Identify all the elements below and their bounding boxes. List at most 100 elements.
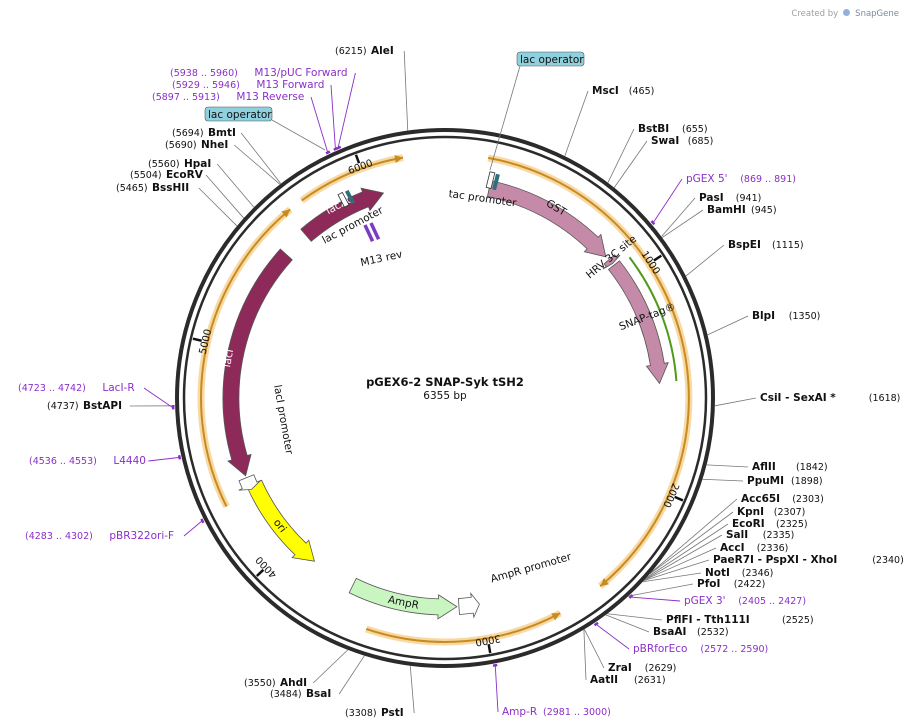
enzyme-pos-bmti: (5694)	[172, 128, 204, 139]
primer-name-pbrforeco[interactable]: pBRforEco	[633, 643, 687, 655]
orf-arrowhead-0	[600, 578, 609, 587]
primer-name-m13-reverse[interactable]: M13 Reverse	[236, 91, 304, 103]
enzyme-pos-ppumi: (1898)	[791, 476, 823, 487]
enzyme-name-bamhi[interactable]: BamHI	[707, 204, 746, 216]
enzyme-name-bstbi[interactable]: BstBI	[638, 123, 669, 135]
tick-label-2000: 2000	[660, 481, 680, 509]
primer-name-pgex-3-[interactable]: pGEX 3'	[684, 595, 726, 607]
enzyme-name-bsai[interactable]: BsaI	[306, 688, 331, 700]
backbone-outer-ring	[175, 128, 715, 668]
enzyme-name-swai[interactable]: SwaI	[651, 135, 679, 147]
tick-mark-4000	[255, 568, 265, 577]
enzyme-name-kpni[interactable]: KpnI	[737, 506, 764, 518]
enzyme-name-msci[interactable]: MscI	[592, 85, 619, 97]
m13-rev-label: M13 rev	[359, 248, 403, 269]
enzyme-pos-bstapi: (4737)	[47, 401, 79, 412]
enzyme-leader-aatii	[583, 629, 587, 681]
primer-name-m13-puc-forward[interactable]: M13/pUC Forward	[254, 67, 347, 79]
enzyme-name-blpi[interactable]: BlpI	[752, 310, 775, 322]
lac-operator-left-label: lac operator	[208, 109, 272, 121]
enzyme-leader-csii-sexai-	[714, 397, 757, 407]
enzyme-name-csii-sexai-[interactable]: CsiI - SexAI *	[760, 392, 836, 404]
enzyme-name-noti[interactable]: NotI	[705, 567, 730, 579]
enzyme-name-bsshii[interactable]: BssHII	[152, 182, 189, 194]
laci-promoter-label: lacI promoter	[271, 384, 295, 456]
enzyme-pos-psti: (3308)	[345, 708, 377, 719]
enzyme-name-bsaai[interactable]: BsaAI	[653, 626, 686, 638]
primer-mark-pbr322ori-f	[200, 518, 205, 524]
enzyme-pos-sali: (2335)	[763, 530, 795, 541]
primer-name-l4440[interactable]: L4440	[113, 455, 146, 467]
primer-leader-m13-forward	[330, 84, 336, 149]
primer-name-pgex-5-[interactable]: pGEX 5'	[686, 173, 728, 185]
primer-name-m13-forward[interactable]: M13 Forward	[256, 79, 324, 91]
primer-name-amp-r[interactable]: Amp-R	[502, 706, 537, 718]
enzyme-name-bspei[interactable]: BspEI	[728, 239, 761, 251]
enzyme-pos-pflfi-tth111i: (2525)	[782, 615, 814, 626]
primer-pos-laci-r: (4723 .. 4742)	[18, 383, 86, 394]
tick-mark-5000	[192, 337, 202, 342]
orf-layer	[197, 154, 693, 646]
primer-mark-pbrforeco	[593, 621, 599, 627]
enzyme-pos-acci: (2336)	[757, 543, 789, 554]
feature-hrv-3c-site	[602, 254, 621, 270]
enzyme-leader-acc65i	[650, 498, 738, 574]
feature-ampr	[348, 577, 458, 620]
enzyme-name-paer7i-pspxi-xhoi[interactable]: PaeR7I - PspXI - XhoI	[713, 554, 837, 566]
primer-name-pbr322ori-f[interactable]: pBR322ori-F	[109, 530, 174, 542]
enzyme-leader-nhei	[233, 144, 281, 185]
enzyme-leader-pflfi-tth111i	[607, 613, 663, 621]
enzyme-name-aflii[interactable]: AflII	[752, 461, 776, 473]
enzyme-name-acci[interactable]: AccI	[720, 542, 744, 554]
enzyme-name-ecorv[interactable]: EcoRV	[166, 169, 204, 181]
enzyme-name-pasi[interactable]: PasI	[699, 192, 724, 204]
enzyme-name-ecori[interactable]: EcoRI	[732, 518, 765, 530]
primer-leader-l4440	[148, 457, 179, 462]
feature-gst	[486, 180, 607, 258]
enzyme-pos-csii-sexai-: (1618)	[869, 393, 901, 404]
enzyme-pos-acc65i: (2303)	[792, 494, 824, 505]
primer-mark-pgex-5-	[650, 220, 656, 226]
enzyme-leader-ppumi	[702, 478, 744, 482]
enzyme-pos-hpai: (5560)	[148, 159, 180, 170]
enzyme-name-pflfi-tth111i[interactable]: PflFI - Tth111I	[666, 614, 750, 626]
enzyme-name-nhei[interactable]: NheI	[201, 139, 228, 151]
enzyme-name-zrai[interactable]: ZraI	[608, 662, 632, 674]
primer-mark-pgex-3-	[628, 594, 634, 599]
enzyme-leader-hpai	[216, 163, 255, 208]
enzyme-name-aatii[interactable]: AatII	[590, 674, 618, 686]
enzyme-leader-zrai	[583, 629, 605, 669]
enzyme-name-hpai[interactable]: HpaI	[184, 158, 211, 170]
enzyme-name-sali[interactable]: SalI	[726, 529, 748, 541]
enzyme-leader-msci	[564, 90, 589, 157]
tick-label-5000: 5000	[198, 328, 215, 355]
orf-arrowhead-2	[281, 209, 291, 218]
enzyme-pos-aatii: (2631)	[634, 675, 666, 686]
lac-operator-right: lac operator	[489, 51, 584, 171]
enzyme-name-acc65i[interactable]: Acc65I	[741, 493, 780, 505]
tick-label-3000: 3000	[474, 632, 501, 647]
enzyme-name-bstapi[interactable]: BstAPI	[83, 400, 122, 412]
primer-pos-pbrforeco: (2572 .. 2590)	[700, 644, 768, 655]
enzyme-name-alei[interactable]: AleI	[371, 45, 394, 57]
enzyme-leader-bamhi	[661, 209, 704, 238]
primer-leader-pbr322ori-f	[183, 521, 202, 537]
m13-rev-mark	[363, 222, 381, 243]
orf-line-1	[365, 612, 561, 643]
enzyme-pos-blpi: (1350)	[789, 311, 821, 322]
enzyme-name-ppumi[interactable]: PpuMI	[747, 475, 784, 487]
enzyme-pos-bsai: (3484)	[270, 689, 302, 700]
orf-line-0	[488, 156, 690, 587]
orf-line-3	[301, 156, 404, 202]
enzyme-leader-pasi	[661, 197, 696, 237]
enzyme-name-psti[interactable]: PstI	[381, 707, 404, 719]
enzyme-name-pfoi[interactable]: PfoI	[697, 578, 720, 590]
watermark-brand: SnapGene	[855, 9, 899, 19]
enzyme-name-ahdi[interactable]: AhdI	[280, 677, 307, 689]
primer-name-laci-r[interactable]: LacI-R	[102, 382, 134, 394]
enzyme-leader-bstbi	[607, 128, 635, 183]
enzyme-name-bmti[interactable]: BmtI	[208, 127, 236, 139]
tick-label-6000: 6000	[347, 158, 375, 177]
